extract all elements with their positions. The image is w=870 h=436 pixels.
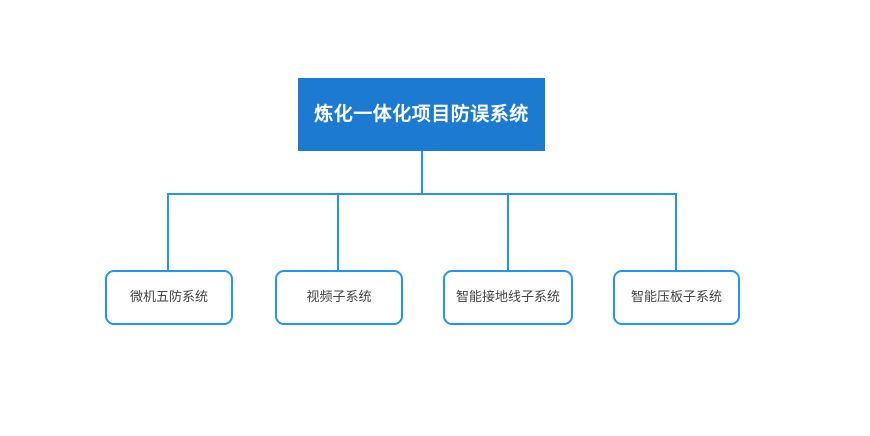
node-root[interactable]: 炼化一体化项目防误系统 bbox=[298, 78, 545, 151]
node-child-1[interactable]: 微机五防系统 bbox=[105, 270, 233, 325]
node-child-2-label: 视频子系统 bbox=[306, 289, 372, 305]
node-child-3[interactable]: 智能接地线子系统 bbox=[443, 270, 573, 325]
node-child-4[interactable]: 智能压板子系统 bbox=[613, 270, 740, 325]
node-child-4-label: 智能压板子系统 bbox=[630, 289, 722, 305]
node-child-1-label: 微机五防系统 bbox=[129, 289, 208, 305]
node-root-label: 炼化一体化项目防误系统 bbox=[314, 103, 529, 126]
node-child-3-label: 智能接地线子系统 bbox=[455, 289, 560, 305]
node-child-2[interactable]: 视频子系统 bbox=[275, 270, 403, 325]
